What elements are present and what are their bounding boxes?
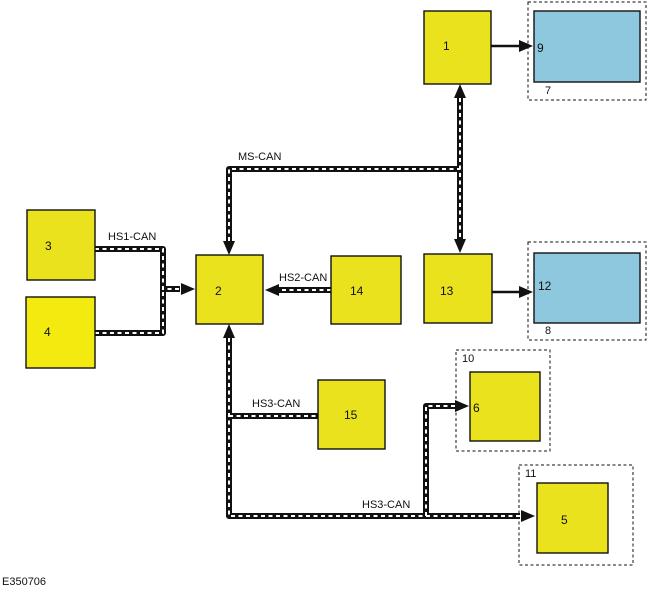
module-6: 6 [469, 371, 541, 442]
module-1-label: 1 [443, 39, 450, 53]
display-12-label: 12 [538, 279, 552, 293]
group-10-enclosure [455, 349, 551, 452]
module-2: 2 [195, 254, 264, 325]
hs1-can-bus [95, 246, 195, 336]
group-10-label: 10 [462, 353, 474, 365]
hs3-arrowhead-to-5 [521, 510, 535, 522]
ms-arrowhead-to-1 [454, 84, 466, 98]
module-6-label: 6 [473, 401, 480, 415]
module-3-label: 3 [45, 239, 52, 253]
ms-arrowhead-to-2 [223, 241, 235, 255]
module-2-label: 2 [215, 284, 222, 298]
module-15-label: 15 [344, 408, 358, 422]
display-12: 12 [533, 252, 641, 324]
module-14-label: 14 [350, 284, 364, 298]
module-1: 1 [423, 10, 492, 85]
ms-can-bus [223, 84, 466, 255]
group-7-enclosure [527, 1, 647, 101]
module-5: 5 [536, 482, 609, 554]
module-4-label: 4 [44, 325, 51, 339]
module-5-label: 5 [561, 513, 568, 527]
display-9-label: 9 [537, 41, 544, 55]
hs3-can-upper-label: HS3-CAN [252, 398, 300, 410]
hs3-arrowhead-to-6 [455, 400, 469, 412]
ms-can-label: MS-CAN [238, 151, 281, 163]
ms-arrowhead-to-13 [454, 239, 466, 253]
figure-code: E350706 [2, 576, 46, 588]
hs2-can-bus [265, 284, 331, 296]
module-4: 4 [25, 296, 96, 369]
module-3: 3 [26, 209, 96, 281]
group-11-label: 11 [525, 468, 536, 480]
module-14: 14 [330, 255, 402, 325]
group-8-enclosure [527, 241, 647, 341]
hs3-can-bus [223, 324, 535, 522]
hs1-arrowhead [181, 283, 195, 295]
hs1-can-label: HS1-CAN [108, 231, 156, 243]
module-13-label: 13 [440, 284, 454, 298]
arrowhead-to-9 [519, 40, 533, 52]
hs3-arrowhead-to-2 [223, 324, 235, 338]
display-links [491, 40, 533, 298]
module-13: 13 [423, 253, 493, 324]
display-9: 9 [533, 10, 641, 83]
group-7-label: 7 [545, 85, 551, 97]
arrowhead-to-12 [519, 286, 533, 298]
hs3-can-lower-label: HS3-CAN [362, 499, 410, 511]
hs2-arrowhead [265, 284, 279, 296]
module-15: 15 [317, 379, 386, 450]
group-8-label: 8 [545, 325, 551, 337]
hs2-can-label: HS2-CAN [279, 272, 327, 284]
group-11-enclosure [518, 464, 634, 566]
